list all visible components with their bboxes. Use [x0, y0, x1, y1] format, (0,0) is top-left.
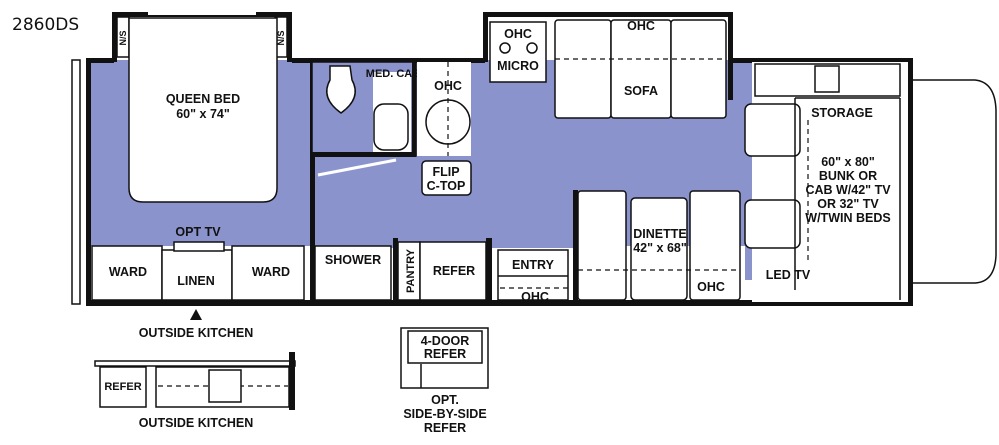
dinette-table — [630, 197, 688, 301]
sofa-cushion — [554, 19, 612, 119]
outside-refer — [99, 366, 147, 408]
cab-counter — [754, 63, 901, 97]
svg-text:REFER: REFER — [424, 421, 466, 435]
svg-text:OPT TV: OPT TV — [175, 225, 221, 239]
svg-text:OHC: OHC — [521, 290, 549, 304]
outside-kitchen — [94, 360, 296, 367]
svg-text:CAB W/42" TV: CAB W/42" TV — [805, 183, 891, 197]
cab-seat-passenger — [744, 199, 801, 249]
opt-tv — [173, 241, 225, 252]
wardrobe-right — [231, 245, 305, 301]
sofa-cushion — [610, 19, 672, 119]
svg-text:PANTRY: PANTRY — [405, 248, 417, 293]
sofa-cushion — [670, 19, 727, 119]
svg-text:REFER: REFER — [433, 264, 475, 278]
cab-wall — [908, 58, 913, 306]
bunk — [794, 97, 901, 300]
bath-door — [317, 158, 397, 177]
svg-text:ENTRY: ENTRY — [512, 258, 555, 272]
four-door-refer — [400, 327, 489, 389]
microwave — [489, 21, 547, 83]
dinette-bench-left — [577, 190, 627, 301]
svg-text:WARD: WARD — [109, 265, 147, 279]
svg-text:OHC: OHC — [504, 27, 532, 41]
svg-text:BUNK OR: BUNK OR — [819, 169, 877, 183]
dinette-bench-right — [689, 190, 741, 301]
svg-text:N/S: N/S — [276, 30, 286, 45]
svg-text:4-DOOR: 4-DOOR — [421, 334, 470, 348]
svg-text:QUEEN BED: QUEEN BED — [166, 92, 240, 106]
model-name: 2860DS — [12, 15, 79, 35]
galley-counter — [417, 62, 471, 156]
cooktop — [814, 65, 840, 93]
svg-text:C-TOP: C-TOP — [427, 179, 466, 193]
svg-text:OHC: OHC — [434, 79, 462, 93]
svg-text:60" x 74": 60" x 74" — [176, 107, 230, 121]
entry-door[interactable] — [497, 249, 569, 301]
svg-text:SOFA: SOFA — [624, 84, 658, 98]
outside-kitchen-arrow-icon — [190, 309, 202, 320]
curb-side-wall — [86, 300, 912, 306]
svg-text:STORAGE: STORAGE — [811, 106, 873, 120]
bathroom-sink — [373, 103, 409, 151]
svg-text:REFER: REFER — [104, 381, 141, 393]
svg-text:MED. CAB: MED. CAB — [366, 68, 420, 80]
queen-bed — [128, 17, 278, 203]
svg-text:SHOWER: SHOWER — [325, 253, 381, 267]
shower — [314, 245, 392, 301]
svg-text:REFER: REFER — [424, 347, 466, 361]
cab-area — [752, 62, 908, 302]
svg-text:OUTSIDE KITCHEN: OUTSIDE KITCHEN — [139, 416, 254, 430]
svg-text:LINEN: LINEN — [177, 274, 215, 288]
rear-wall — [86, 58, 91, 306]
svg-text:DINETTE: DINETTE — [633, 227, 686, 241]
svg-text:OR 32" TV: OR 32" TV — [817, 197, 879, 211]
svg-text:OPT.: OPT. — [431, 393, 459, 407]
svg-text:LED TV: LED TV — [766, 268, 811, 282]
svg-text:N/S: N/S — [118, 30, 128, 45]
svg-text:42" x 68": 42" x 68" — [633, 241, 687, 255]
svg-text:W/TWIN BEDS: W/TWIN BEDS — [805, 211, 890, 225]
outside-sink — [208, 369, 242, 403]
svg-text:FLIP: FLIP — [432, 165, 459, 179]
cab-seat-driver — [744, 103, 801, 157]
sofa-slideout — [483, 12, 733, 17]
svg-text:OHC: OHC — [627, 19, 655, 33]
refrigerator — [419, 241, 487, 301]
svg-text:MICRO: MICRO — [497, 59, 539, 73]
svg-text:OHC: OHC — [697, 280, 725, 294]
svg-text:SIDE-BY-SIDE: SIDE-BY-SIDE — [403, 407, 486, 421]
rear-bumper — [71, 59, 81, 305]
svg-text:OUTSIDE KITCHEN: OUTSIDE KITCHEN — [139, 326, 254, 340]
cab-nose — [913, 79, 997, 284]
svg-text:60" x 80": 60" x 80" — [821, 155, 875, 169]
svg-text:WARD: WARD — [252, 265, 290, 279]
flip-countertop[interactable] — [421, 160, 472, 196]
toilet — [326, 65, 356, 114]
